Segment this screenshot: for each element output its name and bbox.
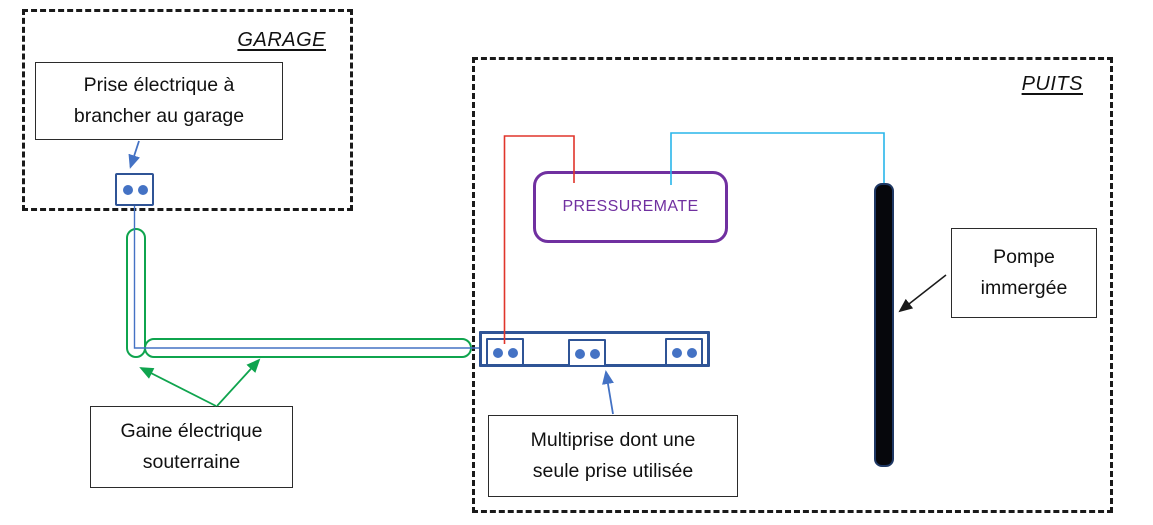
power-strip <box>479 331 710 367</box>
outlet-dot <box>137 185 148 195</box>
socket-dot <box>508 348 518 358</box>
outlet-dot <box>122 185 133 195</box>
pressuremate-box: PRESSUREMATE <box>533 171 728 243</box>
pressuremate-label: PRESSUREMATE <box>562 198 699 215</box>
conduit-horizontal <box>144 338 472 358</box>
wire-blue <box>133 206 479 349</box>
prise-label-line1: Prise électrique à <box>83 74 235 96</box>
pompe-label-line2: immergée <box>980 277 1068 299</box>
gaine-pointer-arrow-right <box>216 358 261 407</box>
socket <box>568 339 606 367</box>
socket <box>486 338 524 366</box>
puits-title: PUITS <box>1021 73 1083 95</box>
socket-dot <box>575 349 585 359</box>
gaine-pointer-arrow-left <box>139 367 217 407</box>
garage-outlet <box>115 173 154 206</box>
socket-dot <box>493 348 503 358</box>
pompe-label-line1: Pompe <box>993 246 1055 268</box>
prise-label-line2: brancher au garage <box>73 105 245 127</box>
conduit-vertical <box>126 228 146 358</box>
socket-dot <box>687 348 697 358</box>
pompe-label: Pompe immergée <box>951 228 1097 318</box>
socket-dot <box>590 349 600 359</box>
prise-label: Prise électrique à brancher au garage <box>35 62 283 140</box>
gaine-label-line1: Gaine électrique <box>120 420 263 442</box>
gaine-label: Gaine électrique souterraine <box>90 406 293 488</box>
pump-bar <box>874 183 894 467</box>
gaine-label-line2: souterraine <box>142 451 241 473</box>
socket <box>665 338 703 366</box>
garage-title: GARAGE <box>237 29 326 51</box>
multiprise-label-line1: Multiprise dont une <box>530 429 696 451</box>
multiprise-label: Multiprise dont une seule prise utilisée <box>488 415 738 497</box>
multiprise-label-line2: seule prise utilisée <box>532 460 694 482</box>
socket-dot <box>672 348 682 358</box>
